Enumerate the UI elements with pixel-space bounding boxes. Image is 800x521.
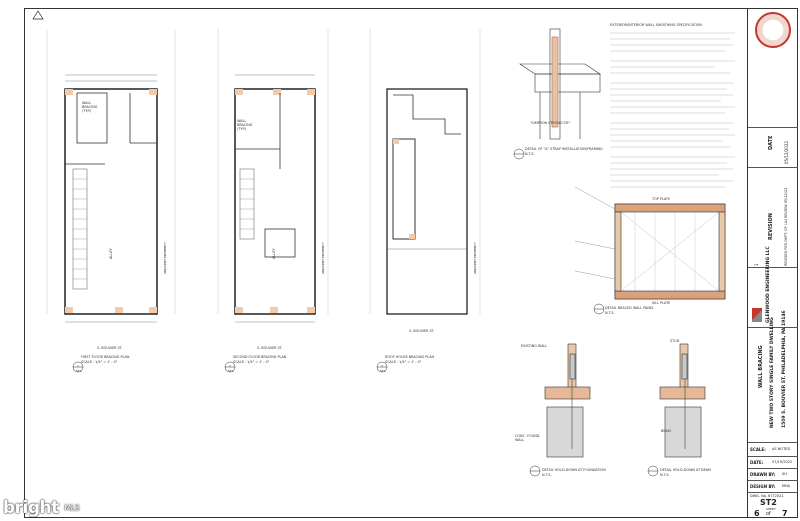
plan-2-sheet: ST2: [228, 369, 234, 373]
revision-number: 1: [754, 263, 759, 266]
plan-2-street: S. BOUVIER ST.: [257, 346, 283, 350]
plan-2-num: 2: [229, 364, 231, 368]
design-label: DESIGN BY:: [750, 484, 776, 489]
detail-a-title: DETAIL OF "A" STRAP INSTALLATION/FRAMING: [525, 147, 603, 151]
firm-logo-icon: [752, 308, 762, 322]
engineer-seal: [755, 12, 791, 48]
plan-3-street: S. BOUVIER ST.: [409, 329, 435, 333]
revision-header: REVISION: [768, 213, 774, 240]
plan-1-street: S. BOUVIER ST.: [97, 346, 123, 350]
detail-b-nts: N.T.S.: [605, 311, 615, 315]
plan-1-title: FIRST FLOOR BRACING PLAN: [81, 355, 130, 359]
wall-bracing-label-1: WALL BRACING (TYP.): [82, 101, 98, 113]
drawn-label: DRAWN BY:: [750, 472, 776, 477]
project-block: WALL BRACING NEW TWO STORY SINGLE FAMILY…: [748, 310, 798, 442]
watermark-suffix: MLS: [64, 503, 80, 513]
scale-row: SCALE: AS NOTED: [748, 442, 798, 456]
alley-label-2: ALLEY: [272, 248, 276, 259]
beam-label: BEAM: [661, 429, 671, 433]
date-block: DATE 05/12/2022: [748, 127, 798, 167]
plan-1-scale: SCALE : 1/4" = 1' - 0": [81, 360, 118, 364]
roof-house-plan: [369, 29, 481, 315]
plan-1-num: 1: [77, 364, 79, 368]
plan-3-sheet: ST2: [380, 369, 386, 373]
drawing-sheet: FIRST FLOOR BRACING PLAN SCALE : 1/4" = …: [24, 8, 798, 518]
project-address: 1509 S. BOUVIER ST. PHILADELPHIA, PA 191…: [782, 310, 787, 428]
sheet-of: of: [766, 511, 771, 517]
plan-callouts: [72, 148, 659, 477]
detail-b-panel: [574, 186, 726, 300]
firm-block: GLENWOOD ENGINEERING LLC: [748, 246, 798, 327]
wall-bracing-label-2: WALL BRACING (TYP.): [237, 119, 253, 131]
sheet-number: 6: [754, 509, 760, 518]
detail-c-nts: N.T.S.: [542, 473, 552, 477]
first-floor-plan: [46, 29, 176, 323]
top-plate-label: TOP PLATE: [652, 197, 671, 201]
sheet-block: DWG. No. 6772021 ST2 SHEET 6 of 7: [748, 492, 798, 518]
adjacent-label-1: ADJACENT PROPERTY: [163, 242, 167, 274]
dwg-value: 6772021: [768, 494, 784, 498]
date-header: DATE: [768, 135, 774, 150]
second-floor-plan: [217, 29, 329, 323]
plan-3-title: ROOF HOUSE BRACING PLAN: [385, 355, 435, 359]
detail-d-title: DETAIL HOLD-DOWN AT BEAM: [660, 468, 711, 472]
drawn-row: DRAWN BY: SH: [748, 468, 798, 480]
existing-wall-label: EXISTING WALL: [521, 344, 548, 348]
revision-block: REVISION 1 REVISED PER DEPT. OF L&I REVI…: [748, 167, 798, 267]
conc-found-label: CONC. FOUND. WALL: [515, 434, 541, 442]
simpson-label: "SIMPSON STRONG-TIE": [530, 121, 571, 125]
watermark-brand: bright: [3, 498, 59, 518]
date-label: DATE:: [750, 460, 764, 465]
adjacent-label-2: ADJACENT PROPERTY: [321, 242, 325, 274]
stud-label: STUD: [670, 339, 680, 343]
spec-text-lines: [610, 32, 735, 188]
drawing-area: [32, 10, 735, 477]
revision-text: REVISED PER DEPT. OF L&I REVIEW 05/12/22: [784, 187, 788, 266]
detail-b-title: DETAIL BRACED WALL PANEL: [605, 306, 654, 310]
detail-c-title: DETAIL HOLD-DOWN AT FOUNDATION: [542, 468, 606, 472]
scale-label: SCALE:: [750, 447, 766, 452]
detail-d-holddown: [659, 343, 706, 458]
date-value: 05/12/2022: [784, 140, 789, 164]
plan-2-title: SECOND FLOOR BRACING PLAN: [233, 355, 287, 359]
alley-label-1: ALLEY: [109, 248, 113, 259]
date2-value: 07/19/2022: [772, 460, 793, 464]
detail-c-holddown: [544, 343, 591, 458]
project-name: NEW TWO STORY SINGLE FAMILY DWELLING: [770, 317, 775, 428]
drawing-title: WALL BRACING: [758, 345, 764, 388]
spec-title: EXTERIOR/INTERIOR WALL SHEATHING SPECIFI…: [610, 23, 702, 27]
detail-a-nts: N.T.S.: [525, 152, 535, 156]
north-arrow-icon: [32, 10, 44, 20]
brightmls-watermark: bright MLS: [3, 498, 80, 518]
drawn-value: SH: [782, 472, 787, 476]
dwg-label: DWG. No.: [750, 494, 767, 498]
date-row: DATE: 07/19/2022: [748, 456, 798, 468]
design-row: DESIGN BY: MHA: [748, 480, 798, 492]
scale-value: AS NOTED: [772, 447, 791, 451]
detail-d-nts: N.T.S.: [660, 473, 670, 477]
title-block: DATE 05/12/2022 REVISION 1 REVISED PER D…: [747, 9, 798, 518]
sheet-id: ST2: [760, 498, 777, 507]
adjacent-label-3: ADJACENT PROPERTY: [473, 242, 477, 274]
sheet-total: 7: [782, 509, 788, 518]
plan-1-sheet: ST2: [76, 369, 82, 373]
sill-plate-label: SILL PLATE: [652, 301, 671, 305]
plan-2-scale: SCALE : 1/4" = 1' - 0": [233, 360, 270, 364]
detail-a-strap: [519, 28, 601, 140]
firm-name: GLENWOOD ENGINEERING LLC: [766, 246, 771, 323]
plan-3-num: 3: [381, 364, 383, 368]
plan-3-scale: SCALE : 1/4" = 1' - 0": [385, 360, 422, 364]
sheet-label: SHEET: [766, 507, 776, 511]
design-value: MHA: [782, 484, 791, 488]
